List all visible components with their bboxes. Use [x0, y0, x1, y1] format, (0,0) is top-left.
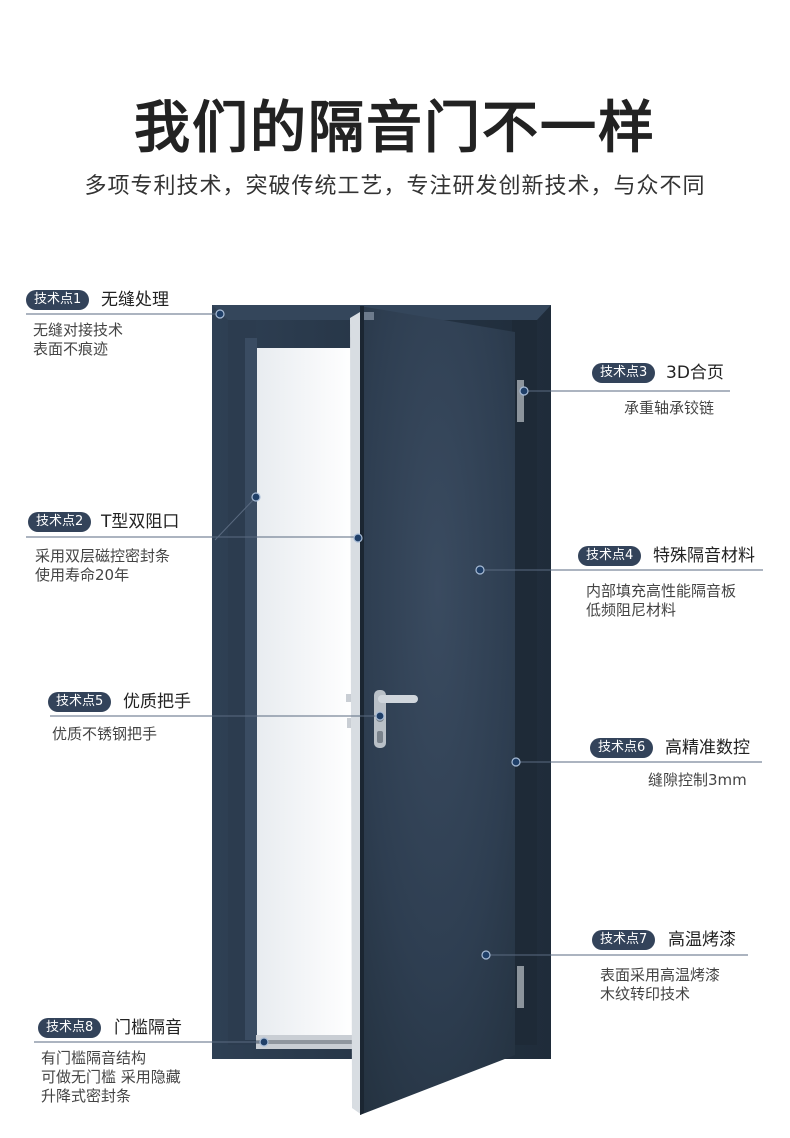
feature-7-desc-line-1: 表面采用高温烤漆	[600, 966, 721, 984]
door-leaf	[350, 306, 515, 1115]
feature-1-desc-line-1: 无缝对接技术	[33, 321, 124, 339]
feature-1-badge: 技术点1	[26, 290, 90, 310]
feature-7-desc-line-2: 木纹转印技术	[600, 985, 691, 1003]
feature-2-desc-line-1: 采用双层磁控密封条	[35, 547, 171, 565]
feature-4-badge: 技术点4	[578, 546, 642, 566]
feature-4-desc-line-2: 低频阻尼材料	[586, 601, 677, 619]
feature-6-title: 高精准数控	[665, 738, 750, 758]
feature-2-badge: 技术点2	[28, 512, 92, 532]
feature-8-badge: 技术点8	[38, 1018, 102, 1038]
feature-8-desc-line-3: 升降式密封条	[41, 1087, 132, 1105]
feature-6-badge: 技术点6	[590, 738, 654, 758]
leader-lines	[26, 313, 763, 1043]
page-title: 我们的隔音门不一样	[134, 96, 656, 161]
feature-1-title: 无缝处理	[101, 290, 169, 310]
feature-2-title: T型双阻口	[101, 512, 180, 532]
feature-5-desc-line-1: 优质不锈钢把手	[52, 725, 158, 743]
hotspot-dots	[215, 309, 529, 1047]
door-hinges	[517, 380, 524, 1008]
feature-8-title: 门槛隔音	[114, 1018, 182, 1038]
feature-2-desc-line-2: 使用寿命20年	[35, 566, 130, 584]
feature-8-desc-line-2: 可做无门槛 采用隐藏	[41, 1068, 181, 1086]
feature-4-desc-line-1: 内部填充高性能隔音板	[586, 582, 737, 600]
feature-5-badge: 技术点5	[48, 692, 112, 712]
feature-3-title: 3D合页	[666, 363, 724, 383]
feature-7-title: 高温烤漆	[668, 930, 736, 950]
feature-5-title: 优质把手	[123, 692, 191, 712]
page-subtitle: 多项专利技术，突破传统工艺，专注研发创新技术，与众不同	[84, 174, 706, 199]
feature-6-desc-line-1: 缝隙控制3mm	[648, 771, 747, 789]
feature-3-desc-line-1: 承重轴承铰链	[624, 399, 715, 417]
feature-4-title: 特殊隔音材料	[653, 546, 755, 566]
feature-1-desc-line-2: 表面不痕迹	[33, 340, 109, 358]
feature-7-badge: 技术点7	[592, 930, 656, 950]
feature-3-badge: 技术点3	[592, 363, 656, 383]
feature-8-desc-line-1: 有门槛隔音结构	[41, 1049, 147, 1067]
